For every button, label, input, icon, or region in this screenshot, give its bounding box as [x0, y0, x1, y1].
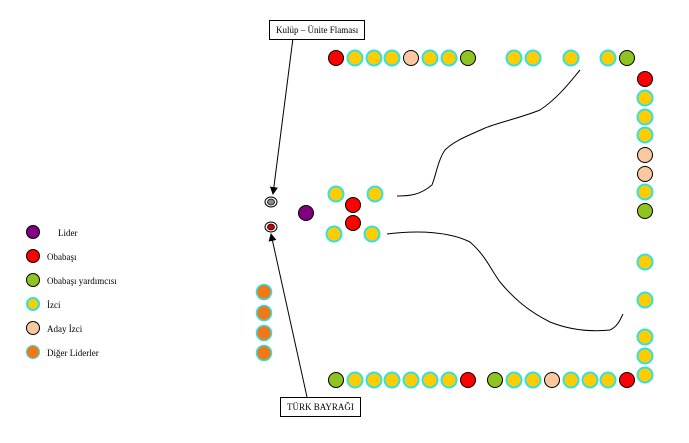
top-row-dot-aday: [403, 50, 419, 66]
legend-swatch: [26, 321, 40, 335]
center-group-dot-obabasi: [345, 215, 361, 231]
legend-label: İzci: [47, 300, 61, 310]
right-column-dot-izci: [636, 89, 654, 107]
bottom-row-dot-obabasi: [460, 372, 476, 388]
connector-line-lower: [386, 231, 624, 332]
turkish-flag-icon: [264, 221, 278, 233]
right-column-dot-izci: [636, 328, 654, 346]
bottom-row-dot-izci: [365, 371, 383, 389]
legend-label: Aday İzci: [47, 324, 83, 334]
legend-label: Obabaşı yardımcısı: [47, 276, 117, 286]
club-flag-icon: [264, 196, 278, 208]
right-column-dot-obabasi: [637, 71, 653, 87]
bottom-row-dot-izci: [402, 371, 420, 389]
center-group-dot-izci: [327, 185, 345, 203]
bottom-row-dot-izci: [524, 371, 542, 389]
formation-dots: [255, 49, 654, 389]
right-column-dot-izci: [636, 253, 654, 271]
club-flag-label: Kulüp – Ünite Flaması: [269, 20, 366, 40]
top-row-dot-yardimci: [619, 50, 635, 66]
center-group-dot-izci: [325, 225, 343, 243]
top-row-dot-yardimci: [460, 50, 476, 66]
top-row-dot-izci: [440, 49, 458, 67]
bottom-row-dot-izci: [346, 371, 364, 389]
bottom-row-dot-obabasi: [619, 372, 635, 388]
bottom-row-dot-izci: [383, 371, 401, 389]
top-row-dot-izci: [505, 49, 523, 67]
legend-swatch: [26, 345, 40, 359]
turkish-flag-label: TÜRK BAYRAĞI: [280, 397, 361, 417]
legend-label: Diğer Liderler: [47, 348, 99, 358]
legend-swatch: [26, 249, 40, 263]
right-column-dot-izci: [636, 291, 654, 309]
top-row-dot-izci: [346, 49, 364, 67]
legend-swatch: [26, 273, 40, 287]
right-column-dot-izci: [636, 347, 654, 365]
top-row-dot-izci: [524, 49, 542, 67]
leader-dot-lider: [298, 205, 314, 221]
bottom-row-dot-izci: [440, 371, 458, 389]
right-column-dot-yardimci: [637, 203, 653, 219]
center-group-dot-izci: [366, 185, 384, 203]
right-column-dot-aday: [637, 166, 653, 182]
bottom-row-dot-izci: [562, 371, 580, 389]
bottom-row-dot-izci: [581, 371, 599, 389]
center-group-dot-obabasi: [345, 197, 361, 213]
legend-label: Lider: [58, 228, 78, 238]
other-leader-dot-diger: [255, 283, 273, 301]
legend-label: Obabaşı: [47, 252, 77, 262]
other-leader-dot-diger: [255, 324, 273, 342]
legend-swatch: [26, 297, 40, 311]
right-column-dot-izci: [636, 126, 654, 144]
right-column-dot-izci: [636, 108, 654, 126]
top-row-dot-izci: [421, 49, 439, 67]
top-row-dot-izci: [562, 49, 580, 67]
right-column-dot-izci: [636, 183, 654, 201]
flag-arrow-top: [269, 37, 294, 195]
right-column-dot-izci: [636, 366, 654, 384]
bottom-row-dot-yardimci: [328, 372, 344, 388]
top-row-dot-izci: [599, 49, 617, 67]
legend-swatch: [26, 225, 40, 239]
other-leader-dot-diger: [255, 344, 273, 362]
bottom-row-dot-izci: [505, 371, 523, 389]
top-row-dot-izci: [365, 49, 383, 67]
flag-arrow-bottom: [268, 233, 308, 398]
bottom-row-dot-aday: [544, 372, 560, 388]
bottom-row-dot-izci: [421, 371, 439, 389]
bottom-row-dot-izci: [599, 371, 617, 389]
center-group-dot-izci: [363, 225, 381, 243]
right-column-dot-aday: [637, 147, 653, 163]
top-row-dot-obabasi: [328, 50, 344, 66]
top-row-dot-izci: [383, 49, 401, 67]
other-leader-dot-diger: [255, 304, 273, 322]
connector-line-upper: [396, 69, 581, 197]
bottom-row-dot-yardimci: [487, 372, 503, 388]
